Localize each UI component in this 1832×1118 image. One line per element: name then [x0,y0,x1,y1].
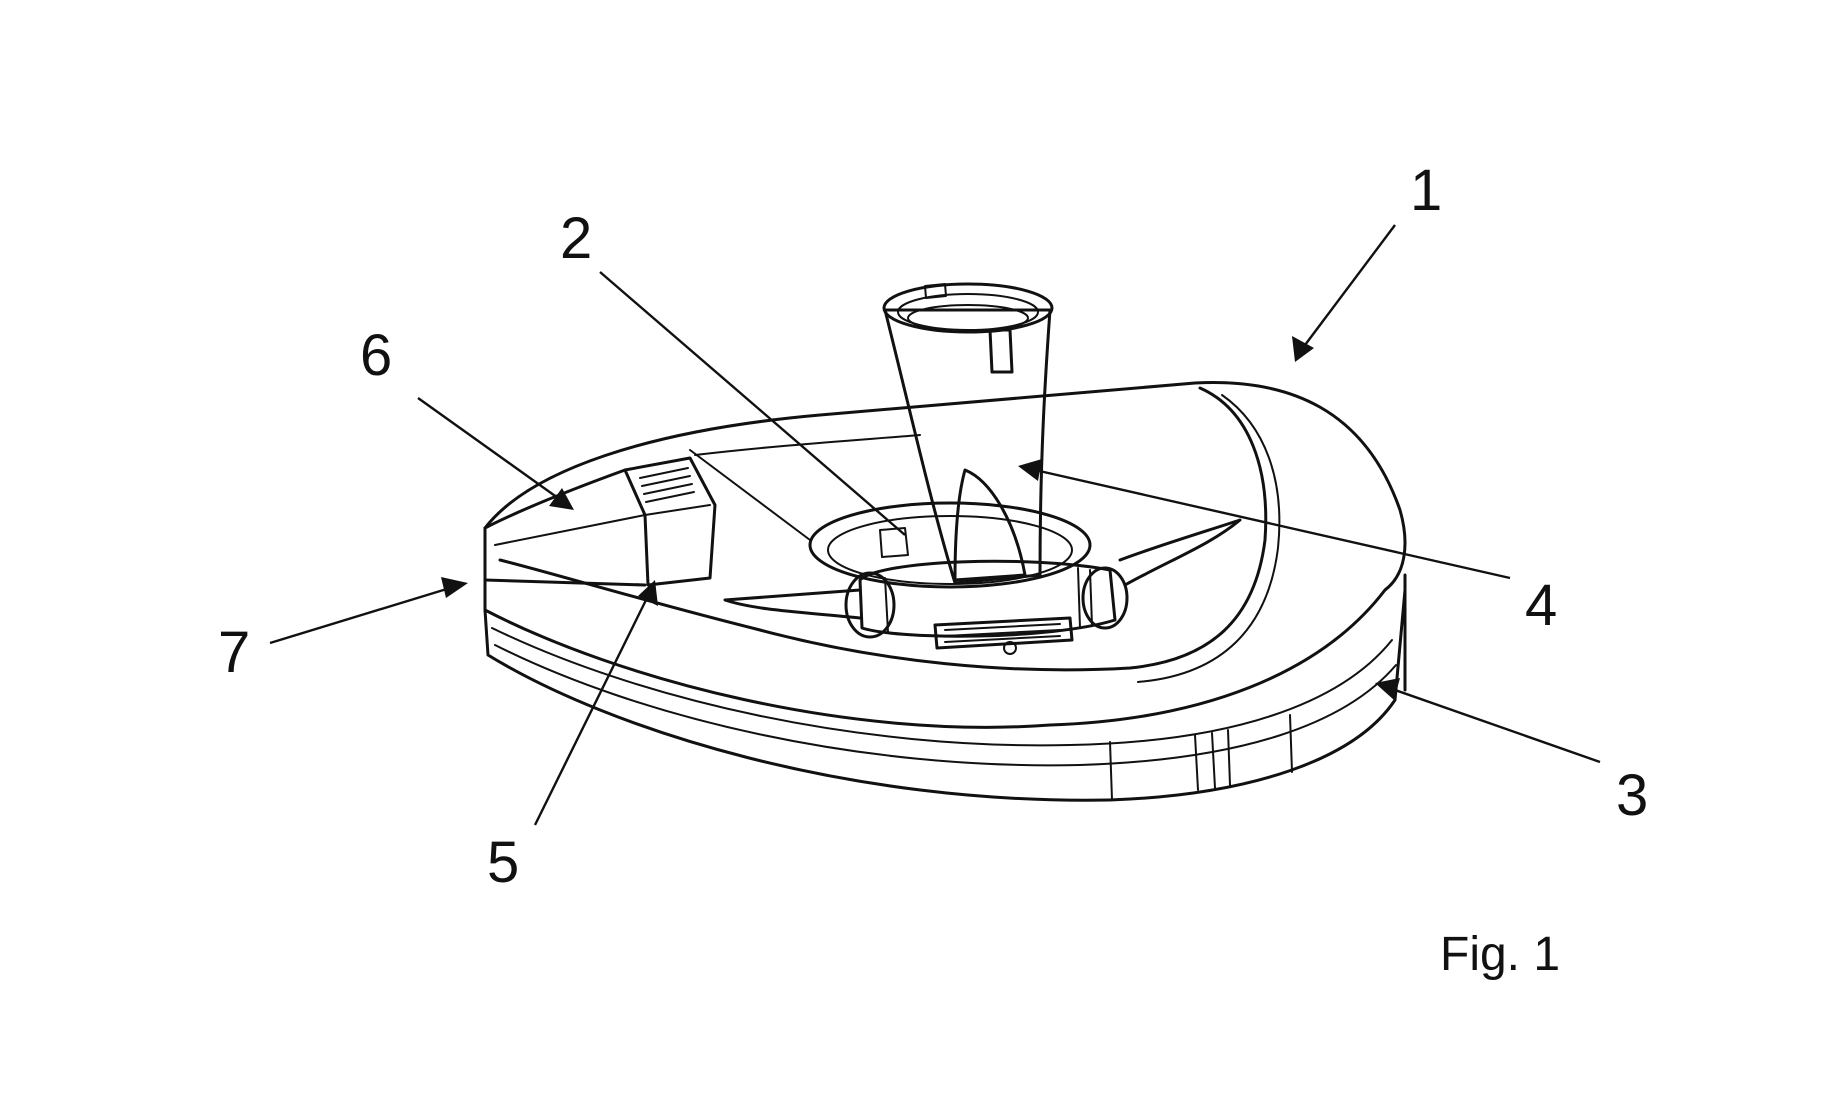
leader-lines [269,224,1601,826]
base-vertical-seam-5 [1289,714,1293,773]
central-oval-recess-inner [827,515,1073,585]
socket-side-tab [879,527,909,558]
top-panel-line-2 [689,449,811,541]
base-vertical-seam-2 [1194,734,1199,791]
ref-numeral-4: 4 [1525,573,1557,638]
ref-numeral-1: 1 [1410,158,1442,223]
swivel-joint-body [858,559,1117,638]
device-drawing [483,282,1407,802]
swivel-joint-rib-1 [1089,569,1093,626]
socket-top-nub [924,283,947,299]
base-vertical-seam-4 [1227,729,1231,786]
base-band-line-2 [494,644,1397,767]
arrowhead-7 [441,577,468,598]
leader-line-7 [269,586,451,645]
figure-caption: Fig. 1 [1440,928,1560,981]
leader-line-4 [1034,468,1511,580]
arrowhead-3 [1375,678,1400,700]
ref-numeral-3: 3 [1616,763,1648,828]
ref-numeral-6: 6 [360,323,392,388]
nozzle-block [623,456,717,587]
top-panel-line [694,434,921,456]
leader-line-2 [599,271,906,536]
base-bottom-edge [483,588,1407,802]
base-band-line-1 [491,627,1393,747]
bracket-pin [1003,641,1017,655]
socket-latch-tab [988,328,1014,374]
base-vertical-seam-3 [1211,732,1216,789]
swivel-joint-right-end [1081,566,1129,630]
central-oval-recess [808,501,1092,589]
leader-line-1 [1304,224,1396,346]
ref-numeral-2: 2 [560,206,592,271]
reference-numerals: 1 2 3 4 5 6 7 [218,158,1648,895]
base-outer-rim [483,381,1407,729]
ref-numeral-7: 7 [218,620,250,685]
arrowhead-5 [638,580,658,606]
handle-socket-opening [882,282,1054,334]
leader-line-3 [1394,688,1601,764]
right-wing-blade [1118,518,1242,587]
nozzle-channel-wall [494,514,646,546]
nozzle-channel [483,468,647,587]
socket-front-window [953,468,1027,582]
nozzle-grille [639,467,695,503]
lower-bracket [933,616,1074,650]
leader-line-5 [533,595,650,826]
arrowhead-1 [1292,336,1314,362]
swivel-joint-rib-3 [884,577,889,633]
lower-bracket-ridges [944,623,1061,643]
base-vertical-seam-1 [1109,741,1113,801]
handle-socket [883,308,1052,585]
handle-socket-thread-2 [907,304,1029,332]
ref-numeral-5: 5 [487,830,519,895]
swivel-joint-left-end [844,571,896,639]
left-wing-blade [723,588,862,620]
inner-recess-ring-inner [1137,394,1281,683]
leader-line-6 [417,397,559,499]
arrowhead-6 [549,488,574,510]
nozzle-block-face [644,504,711,516]
arrowhead-4 [1018,459,1042,481]
swivel-joint-rib-2 [1077,567,1081,629]
